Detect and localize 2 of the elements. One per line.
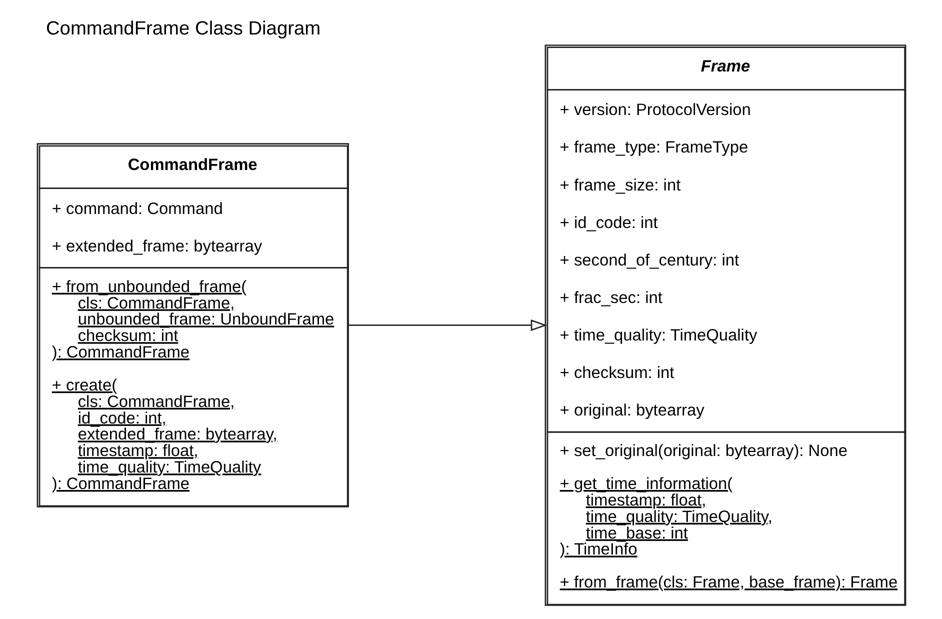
arrow bbox=[348, 319, 547, 331]
diagram-title: CommandFrame Class Diagram bbox=[45, 18, 320, 40]
